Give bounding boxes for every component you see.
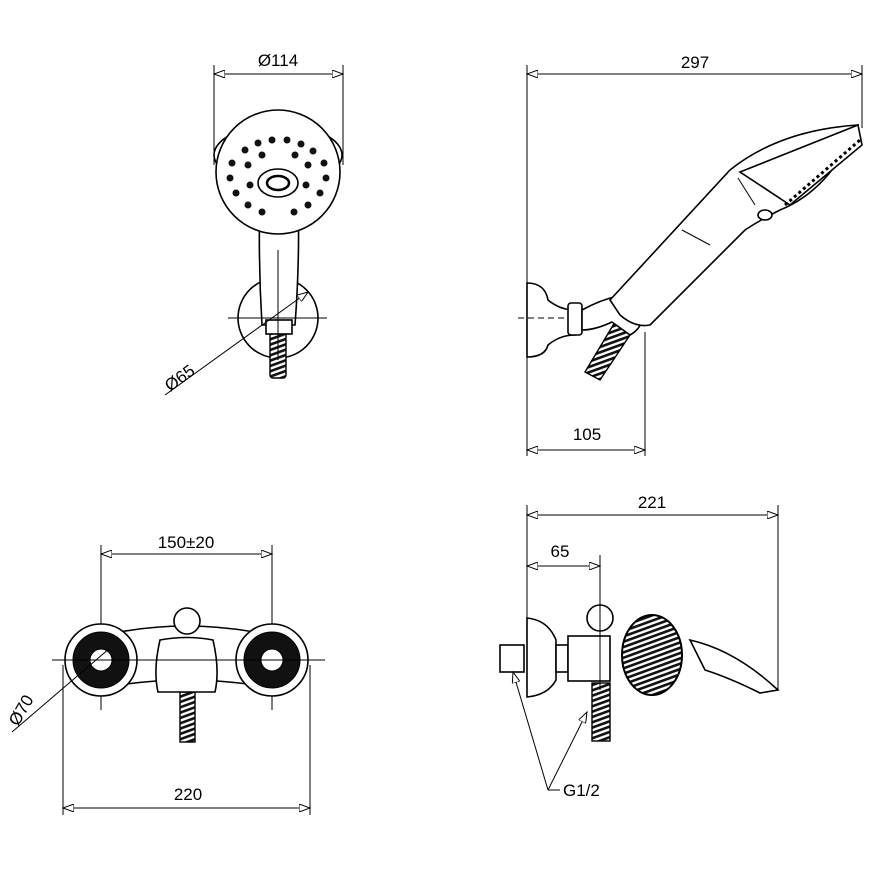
hand-shower-front-view: Ø114 Ø65 xyxy=(161,51,343,396)
handle-knurled xyxy=(621,614,683,696)
diverter-knob xyxy=(173,607,201,635)
hand-shower-side-view: 297 105 xyxy=(518,53,862,456)
wall-flange xyxy=(526,617,557,698)
leader-escutcheon-diameter xyxy=(11,647,111,733)
label-plate-diameter: Ø65 xyxy=(161,361,198,395)
label-thread: G1/2 xyxy=(563,781,600,800)
outlet-hose xyxy=(179,691,196,743)
label-mixer-projection: 221 xyxy=(638,493,666,512)
inlet-nut xyxy=(499,644,525,673)
label-mixer-width: 220 xyxy=(174,785,202,804)
mixer-front-view: 150±20 220 Ø70 xyxy=(5,533,325,815)
leader-thread-inlet xyxy=(513,672,549,791)
label-overall-length: 297 xyxy=(681,53,709,72)
valve-body xyxy=(567,635,611,682)
label-head-diameter: Ø114 xyxy=(258,51,298,70)
leader-thread-outlet xyxy=(547,712,587,791)
spray-nozzles xyxy=(226,136,330,216)
label-inlet-centers: 150±20 xyxy=(158,533,215,552)
mixer-side-view: 221 65 G1/2 xyxy=(499,493,780,800)
outlet-hose xyxy=(591,682,611,742)
spout xyxy=(688,638,780,694)
label-bracket-projection: 105 xyxy=(573,425,601,444)
label-body-offset: 65 xyxy=(551,542,570,561)
leader-plate-diameter xyxy=(164,292,308,396)
label-escutcheon-diameter: Ø70 xyxy=(5,692,38,729)
